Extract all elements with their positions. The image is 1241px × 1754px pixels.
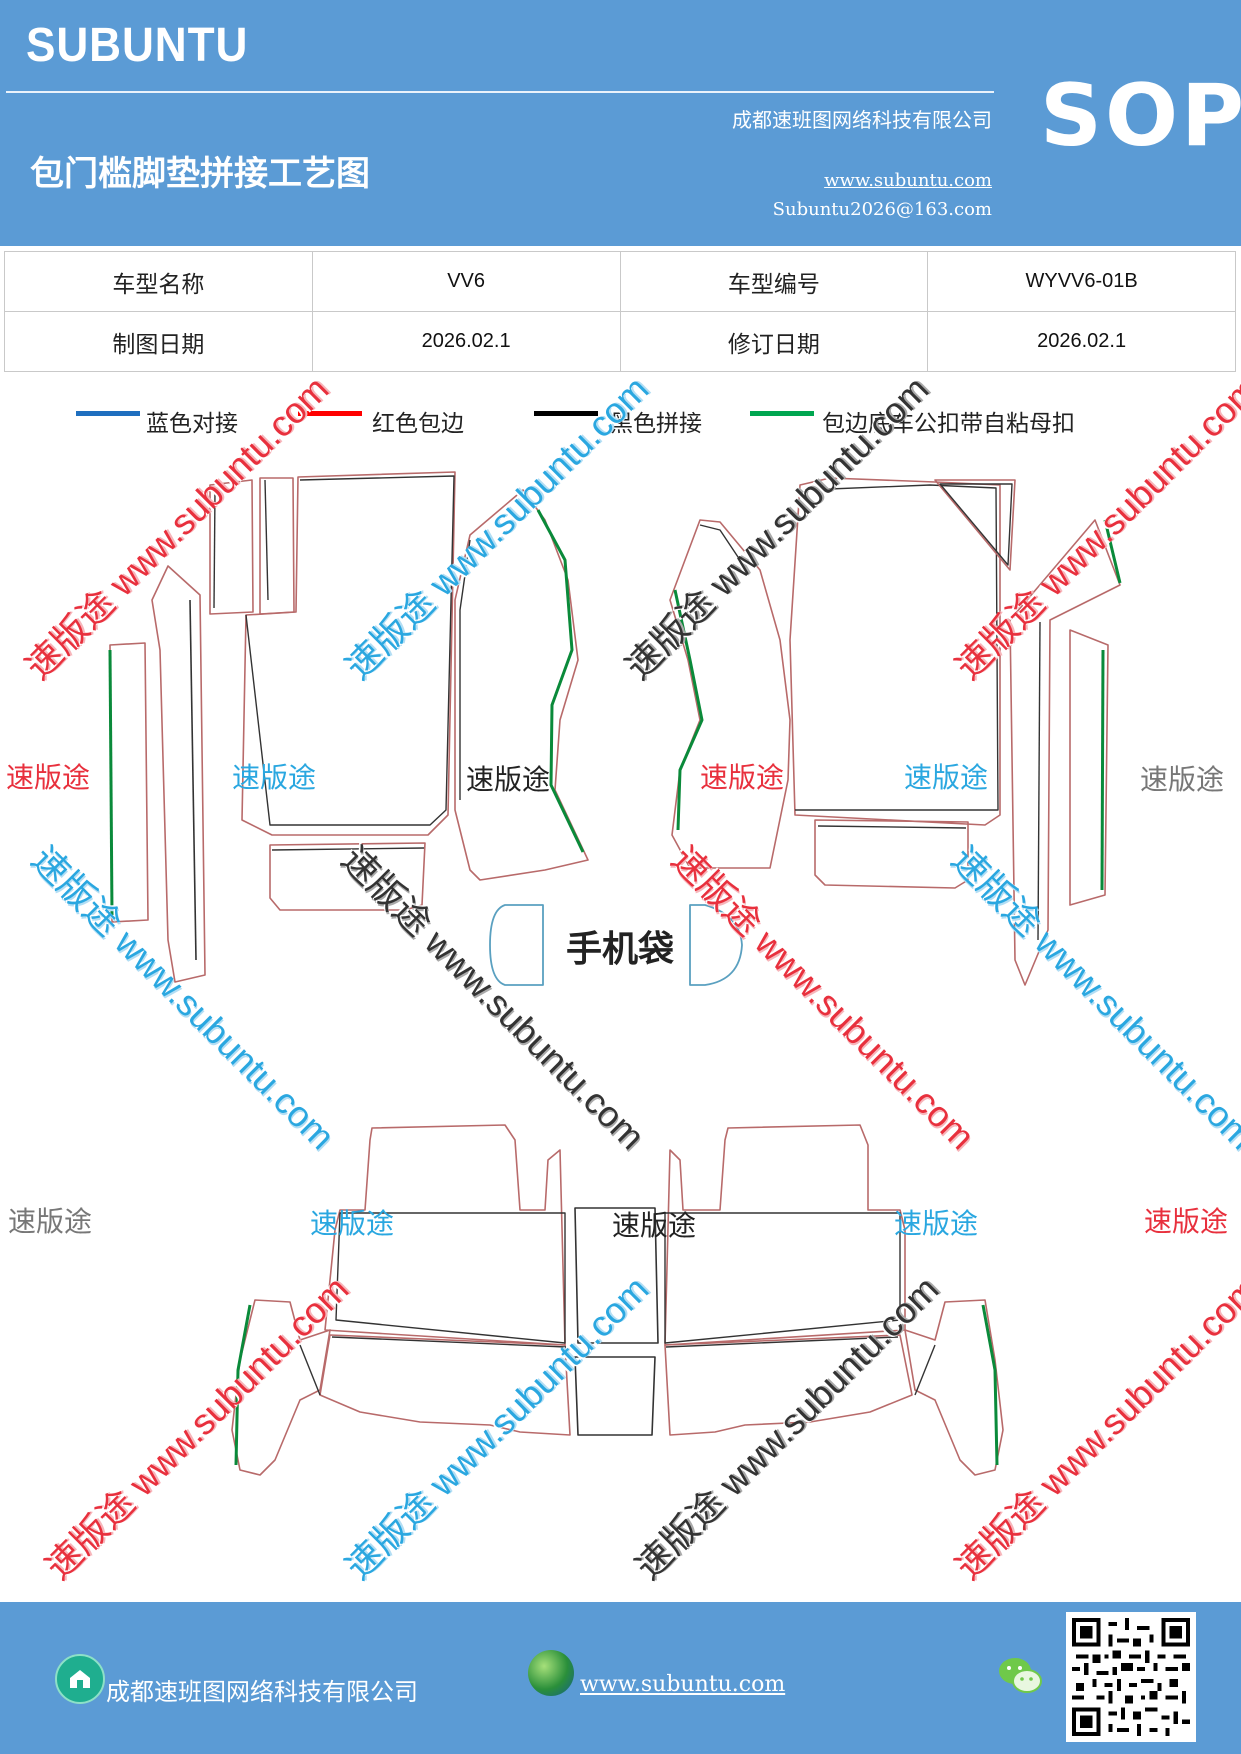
header-banner: SUBUNTU 成都速班图网络科技有限公司 包门槛脚垫拼接工艺图 www.sub… <box>0 0 1241 246</box>
footwell-panel-right <box>669 519 791 869</box>
website-link[interactable]: www.subuntu.com <box>824 170 992 191</box>
model-name-label: 车型名称 <box>4 251 313 312</box>
revise-date-value: 2026.02.1 <box>927 311 1236 372</box>
pillar-strip-right <box>1009 519 1121 986</box>
globe-icon <box>528 1650 574 1696</box>
draw-date-label: 制图日期 <box>4 311 313 372</box>
legend-swatch-blue <box>76 411 140 416</box>
sill-strip-left-green-edge <box>108 649 114 916</box>
legend-swatch-red <box>298 411 362 416</box>
wechat-icon <box>996 1654 1044 1698</box>
legend-label-blue: 蓝色对接 <box>146 411 238 437</box>
rear-lower-right <box>664 1334 913 1436</box>
phone-bag-right <box>689 904 743 986</box>
upper-triangle-right <box>934 479 1016 571</box>
rear-tunnel <box>574 1207 659 1344</box>
rear-group <box>231 1124 1004 1476</box>
sill-strip-right <box>1069 629 1109 906</box>
heel-pad <box>269 842 426 911</box>
document-title: 包门槛脚垫拼接工艺图 <box>30 154 370 194</box>
model-code-label: 车型编号 <box>619 251 929 312</box>
model-name-value: VV6 <box>311 251 621 312</box>
right-front-group <box>669 477 1122 986</box>
passenger-mat <box>789 477 1001 826</box>
passenger-heel-pad <box>814 819 969 889</box>
legend-label-black: 黑色拼接 <box>610 411 702 437</box>
phone-bag-label: 手机袋 <box>566 929 675 970</box>
rear-mat-right <box>664 1124 906 1346</box>
home-icon <box>55 1654 105 1704</box>
pillar-strip-left <box>151 565 206 983</box>
footer-company-name: 成都速班图网络科技有限公司 <box>106 1678 418 1706</box>
rear-mat-left <box>324 1124 566 1346</box>
upper-piece-a <box>209 479 254 615</box>
footer-website-link[interactable]: www.subuntu.com <box>580 1672 786 1697</box>
legend-swatch-black <box>534 411 598 416</box>
phone-bag-left <box>489 904 544 986</box>
sop-badge: SOP <box>1040 66 1241 166</box>
rear-lower-left <box>319 1334 571 1436</box>
vehicle-info-table: 车型名称 VV6 车型编号 WYVV6-01B 制图日期 2026.02.1 修… <box>4 251 1236 372</box>
floor-mat-diagram <box>108 471 1122 1476</box>
sill-strip-left <box>109 642 149 923</box>
model-code-value: WYVV6-01B <box>927 251 1236 312</box>
rear-wheel-arch-right <box>904 1299 1004 1476</box>
brand-logo: SUBUNTU <box>26 19 249 72</box>
legend-label-red: 红色包边 <box>372 411 464 437</box>
draw-date-value: 2026.02.1 <box>311 311 621 372</box>
company-name: 成都速班图网络科技有限公司 <box>732 108 992 132</box>
legend-label-green: 包边底车公扣带自粘母扣 <box>822 411 1075 437</box>
revise-date-label: 修订日期 <box>619 311 929 372</box>
qr-code <box>1066 1612 1196 1742</box>
table-row: 制图日期 2026.02.1 修订日期 2026.02.1 <box>4 311 1236 372</box>
header-divider <box>6 91 994 93</box>
rear-wheel-arch-left <box>231 1299 331 1476</box>
table-row: 车型名称 VV6 车型编号 WYVV6-01B <box>4 251 1236 312</box>
email-address[interactable]: Subuntu2026@163.com <box>772 199 992 220</box>
rear-lower-mid <box>574 1356 656 1436</box>
legend-swatch-green <box>750 411 814 416</box>
driver-mat <box>241 471 456 836</box>
left-front-group <box>108 471 589 983</box>
footer-banner: 成都速班图网络科技有限公司 www.subuntu.com <box>0 1602 1241 1754</box>
